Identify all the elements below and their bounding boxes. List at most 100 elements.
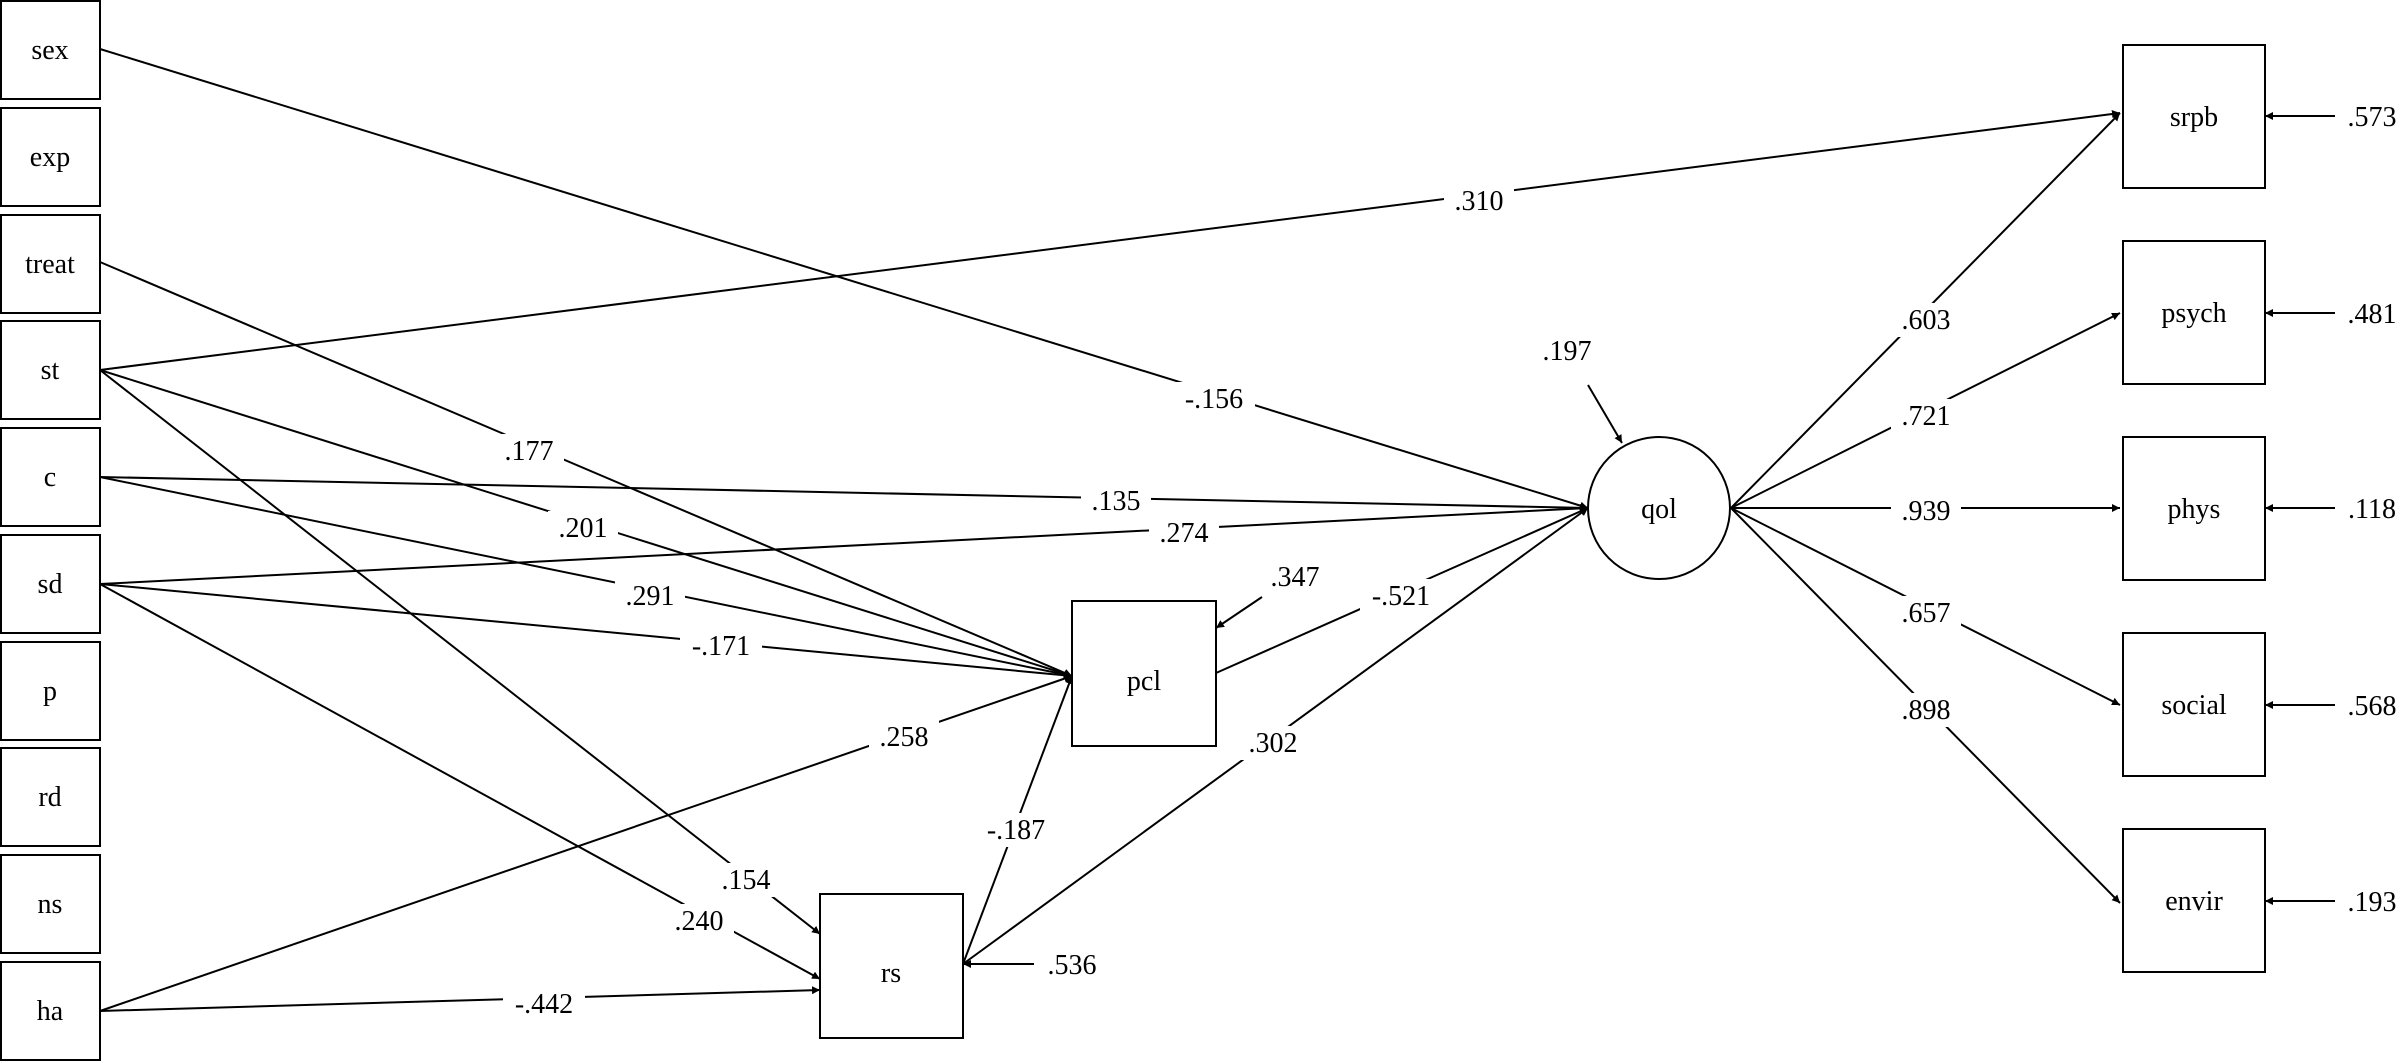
label-bg xyxy=(503,987,585,1021)
coef-pcl-qol: -.521 xyxy=(1372,581,1430,612)
coef-qol-srpb: .603 xyxy=(1902,305,1951,336)
coef-ha-pcl: .258 xyxy=(880,722,929,753)
node-ha-label: ha xyxy=(37,996,64,1027)
coef-st-srpb: .310 xyxy=(1455,186,1504,217)
node-srpb[interactable]: srpb xyxy=(2122,44,2266,189)
label-bg xyxy=(1360,579,1442,613)
node-treat[interactable]: treat xyxy=(0,214,101,314)
coef-st-rs: .154 xyxy=(722,865,771,896)
coef-sex-qol: -.156 xyxy=(1185,384,1243,415)
residual-arrow-qol xyxy=(1587,384,1623,444)
label-bg xyxy=(494,434,564,468)
node-psych-label: psych xyxy=(2161,298,2226,329)
node-c[interactable]: c xyxy=(0,427,101,527)
coef-qol-social: .657 xyxy=(1902,598,1951,629)
predictor-column: sex exp treat st c sd p rd xyxy=(0,0,101,1061)
coef-c-qol: .135 xyxy=(1092,486,1141,517)
label-bg xyxy=(1149,516,1219,550)
label-bg xyxy=(1444,184,1514,218)
node-psych[interactable]: psych xyxy=(2122,240,2266,385)
residual-envir: .193 xyxy=(2348,887,2397,918)
node-rd-label: rd xyxy=(38,782,61,813)
coef-sd-pcl: -.171 xyxy=(692,631,750,662)
residual-arrow-pcl xyxy=(1215,596,1263,629)
node-exp-label: exp xyxy=(30,142,70,173)
coef-qol-envir: .898 xyxy=(1902,695,1951,726)
node-envir-label: envir xyxy=(2165,886,2223,917)
coef-sd-rs: .240 xyxy=(675,906,724,937)
label-bg xyxy=(1238,726,1308,760)
residual-srpb: .573 xyxy=(2348,102,2397,133)
node-ns-label: ns xyxy=(38,889,63,920)
label-bg xyxy=(1891,494,1961,528)
coef-qol-phys: .939 xyxy=(1902,496,1951,527)
node-ha[interactable]: ha xyxy=(0,961,101,1061)
residual-psych: .481 xyxy=(2348,299,2397,330)
edge-st-srpb xyxy=(99,110,2121,371)
node-social[interactable]: social xyxy=(2122,632,2266,777)
label-bg xyxy=(711,863,781,897)
label-bg xyxy=(615,579,685,613)
coef-sd-qol: .274 xyxy=(1160,518,1209,549)
node-ns[interactable]: ns xyxy=(0,854,101,954)
node-social-label: social xyxy=(2161,690,2227,721)
indicator-column: srpb psych phys social envir xyxy=(2122,44,2266,973)
label-bg xyxy=(1891,596,1961,630)
node-sd[interactable]: sd xyxy=(0,534,101,634)
node-c-label: c xyxy=(44,462,56,493)
label-bg xyxy=(680,629,762,663)
label-bg xyxy=(548,511,618,545)
edge-sd-pcl xyxy=(99,583,1073,680)
label-bg xyxy=(869,720,939,754)
label-bg xyxy=(1891,693,1961,727)
label-bg xyxy=(1891,399,1961,433)
node-qol[interactable]: qol xyxy=(1587,436,1731,580)
node-pcl[interactable]: pcl xyxy=(1071,600,1217,747)
edge-ha-rs xyxy=(99,986,821,1012)
node-phys[interactable]: phys xyxy=(2122,436,2266,581)
node-phys-label: phys xyxy=(2168,494,2221,525)
residual-social: .568 xyxy=(2348,691,2397,722)
coef-ha-rs: -.442 xyxy=(515,989,573,1020)
residual-qol: .197 xyxy=(1543,336,1592,367)
edge-sd-qol xyxy=(99,504,1589,585)
coef-qol-psych: .721 xyxy=(1902,401,1951,432)
node-st[interactable]: st xyxy=(0,320,101,420)
label-bg xyxy=(1081,484,1151,518)
coef-rs-pcl: -.187 xyxy=(987,815,1045,846)
node-st-label: st xyxy=(41,355,60,386)
edge-st-rs xyxy=(99,369,821,935)
node-exp[interactable]: exp xyxy=(0,107,101,207)
node-rs-label: rs xyxy=(881,958,901,989)
residual-rs: .536 xyxy=(1048,950,1097,981)
label-bg xyxy=(1173,382,1255,416)
node-p[interactable]: p xyxy=(0,641,101,741)
label-bg xyxy=(664,904,734,938)
node-pcl-label: pcl xyxy=(1127,666,1161,697)
node-srpb-label: srpb xyxy=(2170,102,2218,133)
node-rd[interactable]: rd xyxy=(0,747,101,847)
node-rs[interactable]: rs xyxy=(819,893,964,1039)
coef-c-pcl: .291 xyxy=(626,581,675,612)
node-sd-label: sd xyxy=(38,569,63,600)
edge-c-pcl xyxy=(99,476,1073,679)
residual-pcl: .347 xyxy=(1271,562,1320,593)
coef-st-pcl: .201 xyxy=(559,513,608,544)
label-bg xyxy=(1891,303,1961,337)
node-sex-label: sex xyxy=(31,35,68,66)
coef-treat-pcl: .177 xyxy=(505,436,554,467)
label-bg xyxy=(975,813,1057,847)
edge-treat-pcl xyxy=(99,261,1073,677)
edge-sex-qol xyxy=(99,48,1589,510)
edge-c-qol xyxy=(99,476,1589,512)
residual-labels: .197 .347 .536 .573 .481 .118 .568 .193 xyxy=(1048,102,2397,981)
node-qol-label: qol xyxy=(1641,494,1677,525)
node-treat-label: treat xyxy=(25,249,75,280)
node-envir[interactable]: envir xyxy=(2122,828,2266,973)
coefficient-labels: .310 -.156 .177 .201 .135 .274 .291 -.17… xyxy=(494,184,1961,1021)
node-sex[interactable]: sex xyxy=(0,0,101,100)
node-p-label: p xyxy=(43,676,57,707)
coef-rs-qol: .302 xyxy=(1249,728,1298,759)
residual-phys: .118 xyxy=(2348,494,2396,525)
